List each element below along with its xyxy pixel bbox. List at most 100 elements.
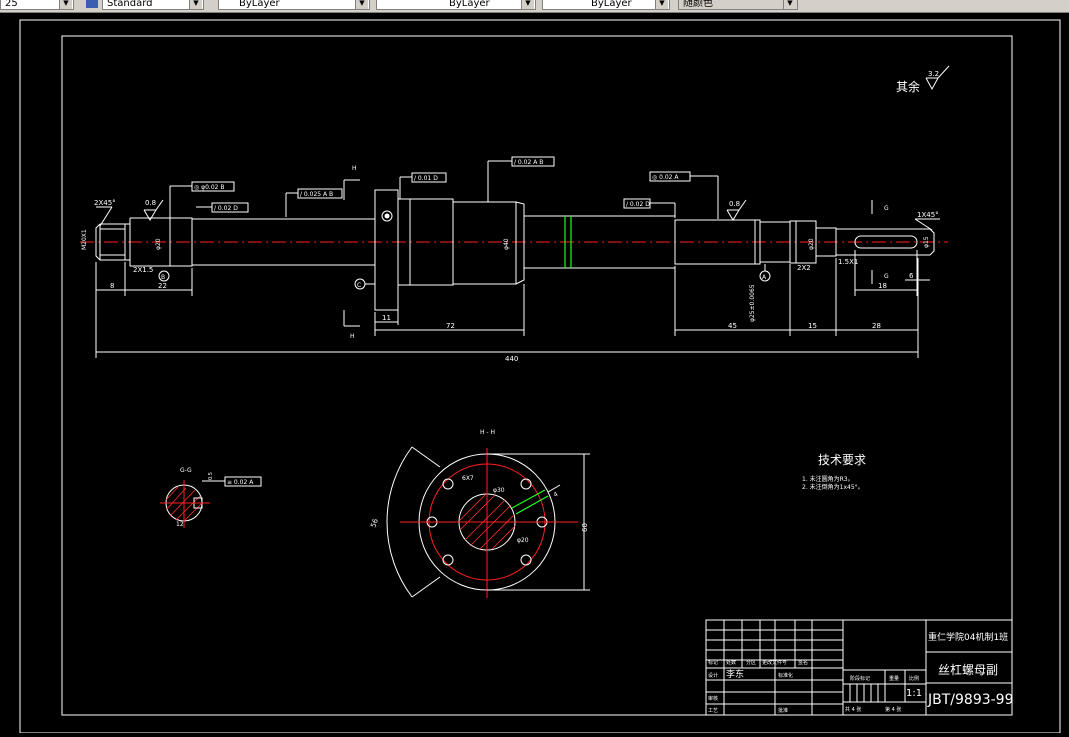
technical-requirements: 技术要求 1. 未注圆角为R3。 2. 未注倒角为1x45°。 xyxy=(802,453,866,491)
svg-text:11: 11 xyxy=(382,314,391,322)
svg-text:8: 8 xyxy=(110,282,114,290)
svg-text:18: 18 xyxy=(878,282,887,290)
svg-text:φ15: φ15 xyxy=(923,236,930,248)
svg-text:更改文件号: 更改文件号 xyxy=(762,659,787,666)
svg-text:G: G xyxy=(884,273,889,280)
svg-text:φ40: φ40 xyxy=(503,238,510,250)
textstyle-dropdown[interactable]: Standard ▼ xyxy=(102,0,204,10)
svg-text:φ25±0.0065: φ25±0.0065 xyxy=(749,284,756,322)
svg-text:比例: 比例 xyxy=(909,675,919,682)
svg-text:2X45°: 2X45° xyxy=(94,199,116,207)
svg-text:φ30: φ30 xyxy=(493,487,505,494)
svg-text:1. 未注圆角为R3。: 1. 未注圆角为R3。 xyxy=(802,475,854,483)
svg-text:φ20: φ20 xyxy=(808,238,815,250)
svg-text:C: C xyxy=(357,282,361,289)
drawing-canvas[interactable]: 其余 3.2 xyxy=(0,13,1069,734)
svg-text:M20X1: M20X1 xyxy=(81,229,88,250)
svg-text:H: H xyxy=(352,165,357,172)
svg-text:G-G: G-G xyxy=(180,467,192,474)
svg-text:◎ 0.02 A: ◎ 0.02 A xyxy=(652,174,679,181)
svg-text:处数: 处数 xyxy=(726,659,736,666)
svg-text:6: 6 xyxy=(909,272,914,280)
color-dropdown[interactable]: ByLayer ▼ xyxy=(218,0,370,10)
svg-text:/ 0.02 A B: / 0.02 A B xyxy=(514,159,543,166)
linetype-value: ByLayer xyxy=(449,0,490,9)
svg-text:72: 72 xyxy=(446,322,455,330)
text-style-icon[interactable] xyxy=(86,0,98,8)
svg-text:其余: 其余 xyxy=(896,79,920,94)
cad-drawing: 其余 3.2 xyxy=(19,19,1061,734)
svg-text:B: B xyxy=(161,274,165,281)
svg-text:/ 0.01 D: / 0.01 D xyxy=(414,175,438,182)
svg-text:φ20: φ20 xyxy=(155,238,162,250)
svg-text:≡ 0.02 A: ≡ 0.02 A xyxy=(227,479,254,486)
chevron-down-icon: ▼ xyxy=(189,0,202,9)
svg-text:/ 0.02 D: / 0.02 D xyxy=(214,205,238,212)
svg-text:G: G xyxy=(884,205,889,212)
chevron-down-icon: ▼ xyxy=(521,0,534,9)
chevron-down-icon: ▼ xyxy=(59,0,72,9)
svg-text:2X2: 2X2 xyxy=(797,264,811,272)
svg-text:重量: 重量 xyxy=(889,675,899,682)
dimstyle-dropdown[interactable]: 25 ▼ xyxy=(0,0,74,10)
svg-text:设计: 设计 xyxy=(708,672,718,679)
svg-text:标记: 标记 xyxy=(708,659,718,666)
svg-text:4: 4 xyxy=(553,491,560,499)
svg-text:22: 22 xyxy=(158,282,167,290)
chevron-down-icon: ▼ xyxy=(783,0,796,9)
sheet-outer-border xyxy=(19,19,1061,734)
svg-text:李东: 李东 xyxy=(726,668,744,680)
svg-text:重仁学院04机制1班: 重仁学院04机制1班 xyxy=(928,631,1008,643)
svg-text:审核: 审核 xyxy=(708,695,718,702)
svg-text:1:1: 1:1 xyxy=(906,688,922,699)
svg-text:◎ φ0.02 B: ◎ φ0.02 B xyxy=(194,184,224,191)
screw-shaft xyxy=(95,189,935,311)
svg-text:2X1.5: 2X1.5 xyxy=(133,266,153,274)
svg-text:60: 60 xyxy=(581,523,589,532)
svg-text:丝杠螺母副: 丝杠螺母副 xyxy=(938,662,998,677)
svg-text:分区: 分区 xyxy=(746,659,756,666)
svg-text:440: 440 xyxy=(505,355,518,363)
section-hh: H - H 56 6X7 φ30 φ20 4 6 xyxy=(369,429,590,598)
svg-text:H: H xyxy=(350,333,355,340)
plotstyle-dropdown[interactable]: 随颜色 ▼ xyxy=(678,0,798,10)
lineweight-dropdown[interactable]: ByLayer ▼ xyxy=(542,0,670,10)
shaft-annotations: 2X45° 1X45° M20X1 φ20 φ40 φ25±0.0065 φ20… xyxy=(81,165,940,340)
linetype-dropdown[interactable]: ByLayer ▼ xyxy=(376,0,536,10)
textstyle-value: Standard xyxy=(107,0,153,9)
svg-text:1.5X1: 1.5X1 xyxy=(838,258,858,266)
svg-text:JBT/9893-99: JBT/9893-99 xyxy=(927,692,1014,708)
svg-text:批准: 批准 xyxy=(778,707,788,714)
svg-text:技术要求: 技术要求 xyxy=(818,453,866,467)
color-value: ByLayer xyxy=(239,0,280,9)
chevron-down-icon: ▼ xyxy=(655,0,668,9)
svg-text:28: 28 xyxy=(872,322,881,330)
svg-text:6X7: 6X7 xyxy=(462,475,474,482)
svg-text:A: A xyxy=(762,274,767,281)
svg-text:φ20: φ20 xyxy=(517,537,529,544)
svg-text:0.5: 0.5 xyxy=(208,472,214,480)
svg-text:2. 未注倒角为1x45°。: 2. 未注倒角为1x45°。 xyxy=(802,483,864,491)
svg-text:共 4 张: 共 4 张 xyxy=(845,706,861,713)
svg-text:1X45°: 1X45° xyxy=(917,211,939,219)
svg-text:3.2: 3.2 xyxy=(928,70,939,78)
plotstyle-value: 随颜色 xyxy=(683,0,713,9)
svg-text:/ 0.02 D: / 0.02 D xyxy=(626,201,650,208)
lineweight-value: ByLayer xyxy=(591,0,632,9)
svg-text:12: 12 xyxy=(176,521,184,528)
properties-toolbar: 25 ▼ Standard ▼ ByLayer ▼ ByLayer ▼ ByLa… xyxy=(0,0,1069,13)
tolerance-frames: ◎ φ0.02 B / 0.02 D / 0.025 A B / 0.01 D … xyxy=(169,156,719,219)
roughness-note: 其余 3.2 xyxy=(896,65,950,94)
title-block: 标记 处数 分区 更改文件号 签名 设计 李东 标准化 阶段标记 重量 比例 审… xyxy=(705,619,1014,716)
section-gg: G-G 12 0.5 ≡ 0.02 A xyxy=(160,467,262,528)
dimensions-bottom: 440 72 11 8 22 2X1.5 45 15 28 18 6 2X2 1… xyxy=(95,250,930,363)
dimstyle-value: 25 xyxy=(5,0,18,9)
svg-text:45: 45 xyxy=(728,322,737,330)
svg-text:56: 56 xyxy=(369,517,380,529)
svg-text:H - H: H - H xyxy=(480,429,495,436)
svg-text:阶段标记: 阶段标记 xyxy=(850,675,870,682)
svg-text:标准化: 标准化 xyxy=(778,672,793,679)
svg-text:0.8: 0.8 xyxy=(145,199,156,207)
sheet-inner-border xyxy=(61,35,1013,716)
svg-text:0.8: 0.8 xyxy=(729,200,740,208)
